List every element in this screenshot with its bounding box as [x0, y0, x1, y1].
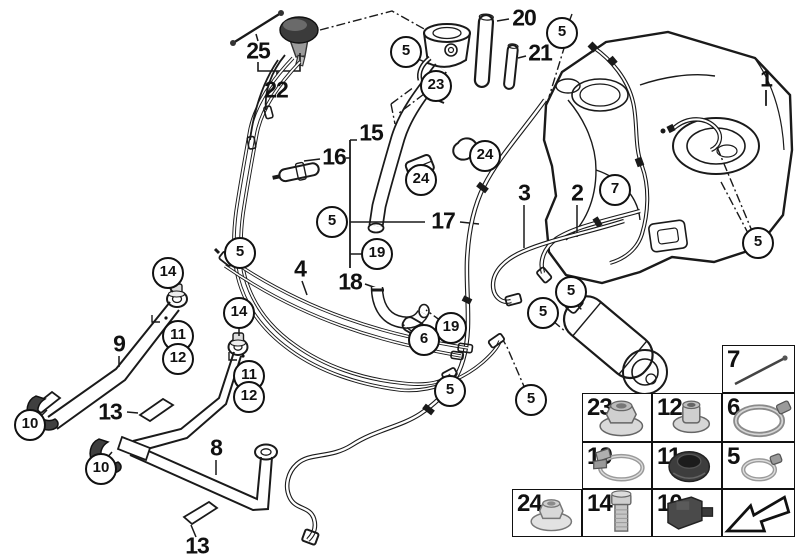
callout-label-2[interactable]: 2	[571, 179, 584, 206]
hose-2	[536, 205, 641, 284]
callout-label-9[interactable]: 9	[113, 330, 126, 357]
callout-circle-12b[interactable]: 12	[233, 381, 265, 413]
callout-circle-5g[interactable]: 5	[527, 297, 559, 329]
legend-cell-23[interactable]: 23	[582, 393, 652, 442]
legend-cell-5[interactable]: 5	[722, 442, 795, 489]
hose-piece-16	[272, 161, 320, 183]
legend-cell-arrow[interactable]	[722, 489, 795, 537]
legend-cell-11[interactable]: 11	[652, 442, 722, 489]
callout-circle-19a[interactable]: 19	[361, 238, 393, 270]
callout-circle-5e[interactable]: 5	[742, 227, 774, 259]
hose-3	[490, 205, 625, 307]
foam-pad-13a	[126, 397, 175, 423]
legend-number: 14	[587, 490, 613, 517]
callout-label-8[interactable]: 8	[210, 434, 223, 461]
fuel-tank	[542, 30, 794, 285]
legend-number: 7	[727, 346, 740, 373]
callout-circle-10b[interactable]: 10	[85, 453, 117, 485]
direction-arrow-icon	[724, 495, 791, 533]
callout-label-17[interactable]: 17	[431, 207, 456, 234]
hose-17	[284, 98, 547, 546]
legend-cell-12[interactable]: 12	[652, 393, 722, 442]
spring-band-clamp-icon	[593, 447, 645, 482]
callout-circle-5f[interactable]: 5	[555, 276, 587, 308]
callout-label-22[interactable]: 22	[264, 76, 289, 103]
callout-label-4[interactable]: 4	[294, 255, 307, 282]
callout-label-13a[interactable]: 13	[98, 398, 123, 425]
callout-label-13b[interactable]: 13	[185, 532, 210, 559]
callout-label-20[interactable]: 20	[512, 4, 537, 31]
retaining-rod-icon	[734, 355, 788, 386]
vent-tube-21	[503, 43, 519, 90]
ref-mark	[151, 315, 160, 323]
legend-cell-6[interactable]: 6	[722, 393, 795, 442]
callout-label-21[interactable]: 21	[528, 39, 553, 66]
vent-tube-20	[473, 13, 495, 89]
hose-clamp-large-icon	[733, 400, 792, 438]
legend-number: 24	[517, 490, 543, 517]
callout-circle-5b[interactable]: 5	[546, 17, 578, 49]
legend-cell-14[interactable]: 14	[582, 489, 652, 537]
legend-cell-24[interactable]: 24	[512, 489, 582, 537]
callout-circle-5c[interactable]: 5	[316, 206, 348, 238]
callout-label-25[interactable]: 25	[246, 37, 271, 64]
callout-circle-19b[interactable]: 19	[435, 312, 467, 344]
vent-hoses	[232, 54, 527, 393]
legend-cell-10[interactable]: 10	[652, 489, 722, 537]
callout-circle-6[interactable]: 6	[408, 324, 440, 356]
rubber-grommet-icon	[668, 451, 711, 483]
assembly-line	[716, 146, 753, 232]
callout-label-18[interactable]: 18	[338, 268, 363, 295]
hex-bolt-icon	[611, 490, 632, 532]
grommet-sleeve-icon	[672, 400, 711, 434]
legend-cell-19[interactable]: 19	[582, 442, 652, 489]
callout-circle-10a[interactable]: 10	[14, 409, 46, 441]
callout-circle-5i[interactable]: 5	[515, 384, 547, 416]
hose-clamp-small-icon	[741, 453, 783, 482]
callout-circle-7[interactable]: 7	[599, 174, 631, 206]
callout-circle-23[interactable]: 23	[420, 70, 452, 102]
callout-circle-24a[interactable]: 24	[469, 140, 501, 172]
foam-pad-13b	[182, 500, 219, 538]
callout-label-16[interactable]: 16	[322, 143, 347, 170]
callout-label-3[interactable]: 3	[518, 179, 531, 206]
ref-mark	[228, 352, 237, 361]
callout-label-1[interactable]: 1	[760, 65, 773, 92]
filler-neck	[367, 23, 478, 234]
callout-circle-14a[interactable]: 14	[152, 257, 184, 289]
flanged-hex-nut-icon	[599, 400, 644, 437]
legend-number: 12	[657, 394, 683, 421]
callout-circle-14b[interactable]: 14	[223, 297, 255, 329]
callout-circle-12a[interactable]: 12	[162, 343, 194, 375]
callout-circle-24b[interactable]: 24	[405, 164, 437, 196]
callout-circle-5h[interactable]: 5	[434, 375, 466, 407]
legend-cell-7[interactable]: 7	[722, 345, 795, 393]
callout-label-15[interactable]: 15	[359, 119, 384, 146]
callout-circle-5a[interactable]: 5	[390, 36, 422, 68]
rubber-buffer-icon	[667, 496, 714, 530]
flanged-nut-small-icon	[530, 499, 573, 532]
callout-circle-5d[interactable]: 5	[224, 237, 256, 269]
legend-number: 5	[727, 443, 740, 470]
